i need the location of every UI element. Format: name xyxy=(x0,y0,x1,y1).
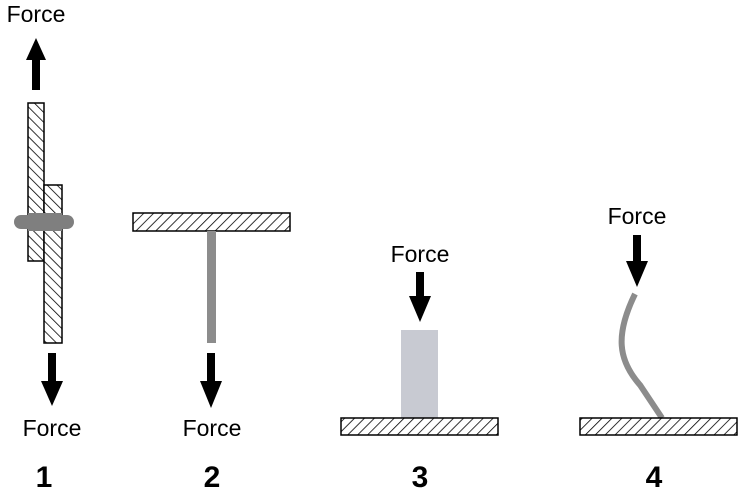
panel-1-tension: Force Force 1 xyxy=(7,1,82,494)
panel-2-number: 2 xyxy=(204,461,221,494)
panel-4-ground xyxy=(579,417,738,436)
panel-1-rivet xyxy=(14,213,74,231)
panel-4-bent-rod xyxy=(618,292,665,420)
panel-3-number: 3 xyxy=(412,461,429,494)
panel-2-arrow-down-icon xyxy=(200,353,222,408)
panel-3-ground xyxy=(340,417,499,436)
panel-3-arrow-down-icon xyxy=(409,272,431,322)
panel-2-force-label: Force xyxy=(183,415,242,441)
panel-2-ceiling-support xyxy=(132,212,291,232)
panel-2-rod xyxy=(207,231,216,343)
panel-4-force-label: Force xyxy=(608,203,667,229)
panel-3-compression-block: Force 3 xyxy=(340,241,499,494)
panel-1-upper-plate xyxy=(27,102,45,262)
panel-1-force-label-bottom: Force xyxy=(23,415,82,441)
panel-4-number: 4 xyxy=(646,461,663,494)
panel-1-arrow-up-icon xyxy=(26,38,46,90)
panel-1-force-label-top: Force xyxy=(7,1,66,27)
panel-4-buckling-column: Force 4 xyxy=(579,203,738,494)
panel-1-lower-plate xyxy=(43,184,63,344)
panel-3-force-label: Force xyxy=(391,241,450,267)
panel-3-block xyxy=(401,330,438,418)
panel-1-arrow-down-icon xyxy=(41,353,63,406)
panel-2-hanging-rod: Force 2 xyxy=(132,212,291,494)
panel-4-arrow-down-icon xyxy=(626,235,648,287)
panel-1-number: 1 xyxy=(36,461,53,494)
